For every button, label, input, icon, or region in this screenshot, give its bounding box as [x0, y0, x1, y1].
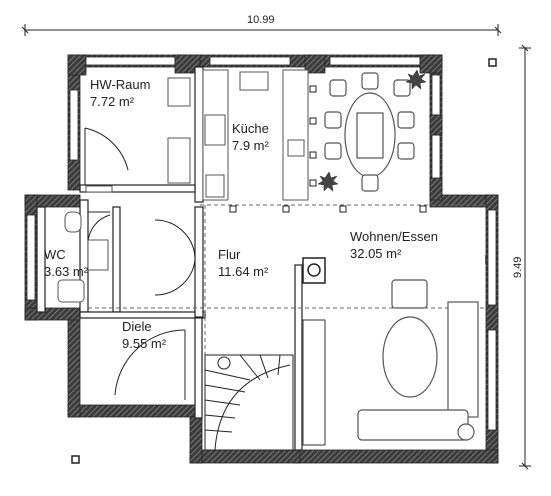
- room-diele: Diele 9.55 m²: [122, 318, 166, 352]
- dimension-line-width: [21, 24, 502, 36]
- windows: [26, 56, 497, 431]
- room-flur-name: Flur: [218, 247, 241, 262]
- dimension-width-label: 10.99: [247, 14, 275, 26]
- room-wohnen-essen-area: 32.05 m²: [350, 246, 402, 261]
- room-kueche: Küche 7.9 m²: [232, 120, 269, 154]
- room-hw-raum: HW-Raum 7.72 m²: [90, 76, 150, 110]
- staircase: [204, 354, 294, 451]
- stove: [302, 257, 326, 284]
- room-diele-name: Diele: [122, 319, 152, 334]
- dimension-depth-label: 9.49: [512, 256, 524, 278]
- doors: [84, 127, 196, 400]
- room-wc-name: WC: [44, 247, 66, 262]
- room-wohnen-essen: Wohnen/Essen 32.05 m²: [350, 228, 438, 262]
- room-hw-raum-name: HW-Raum: [90, 77, 151, 92]
- dimension-line-depth: [519, 44, 531, 470]
- room-flur-area: 11.64 m²: [218, 264, 269, 279]
- room-kueche-area: 7.9 m²: [232, 138, 269, 153]
- room-kueche-name: Küche: [232, 121, 269, 136]
- kitchen-counters: [202, 69, 309, 201]
- room-hw-raum-area: 7.72 m²: [90, 94, 135, 109]
- wc-fixtures: [57, 211, 109, 303]
- interior-walls: [36, 66, 303, 451]
- living-furniture: [302, 279, 479, 446]
- room-wc: WC 3.63 m²: [44, 246, 88, 280]
- plant-icons: [317, 69, 427, 192]
- room-wc-area: 3.63 m²: [44, 264, 89, 279]
- wall-markers: [229, 85, 427, 213]
- hw-fixtures: [85, 77, 191, 193]
- dining-set: [324, 72, 415, 192]
- room-flur: Flur 11.64 m²: [218, 246, 268, 280]
- room-diele-area: 9.55 m²: [122, 336, 167, 351]
- pillars: [67, 54, 443, 201]
- room-wohnen-essen-name: Wohnen/Essen: [350, 229, 438, 244]
